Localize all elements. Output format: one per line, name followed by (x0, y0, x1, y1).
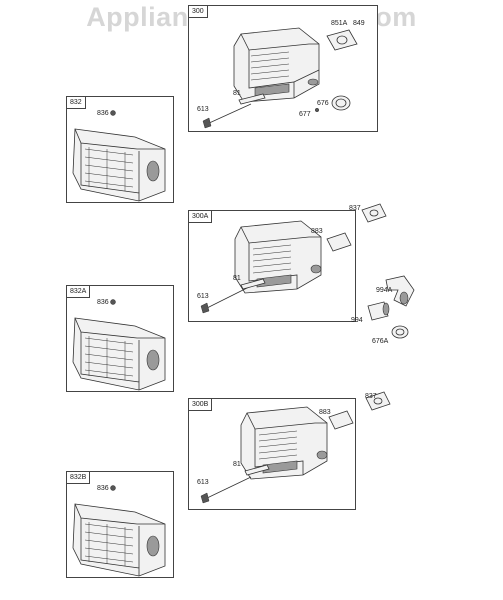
part-label-836: 836 (97, 110, 109, 117)
part-label-613: 613 (197, 293, 209, 300)
part-label-883: 883 (319, 409, 331, 416)
frame-832a: 832A 836 (66, 285, 174, 392)
frame-300a: 300A 883 81 613 (188, 210, 356, 322)
part-label-676: 676 (317, 100, 329, 107)
heat-shield-illustration (72, 485, 166, 577)
frame-832b: 832B 836 (66, 471, 174, 578)
part-label-677: 677 (299, 111, 311, 118)
part-label-837: 837 (365, 393, 377, 400)
part-label-81: 81 (233, 275, 241, 282)
frame-tag: 300B (189, 399, 213, 411)
heat-shield-illustration (72, 110, 166, 202)
part-label-994a: 994A (376, 287, 393, 294)
frame-tag: 832B (67, 472, 91, 484)
part-label-883: 883 (311, 228, 323, 235)
part-label-836: 836 (97, 299, 109, 306)
part-label-613: 613 (197, 106, 209, 113)
heat-shield-illustration (72, 299, 166, 391)
part-label-81: 81 (233, 461, 241, 468)
part-label-851a: 851A (331, 20, 348, 27)
frame-832: 832 836 (66, 96, 174, 203)
frame-tag: 300A (189, 211, 213, 223)
frame-tag: 832 (67, 97, 86, 109)
part-label-613: 613 (197, 479, 209, 486)
part-label-836: 836 (97, 485, 109, 492)
part-label-994: 994 (351, 317, 363, 324)
frame-tag: 832A (67, 286, 91, 298)
muffler-illustration (200, 406, 354, 504)
frame-300b: 300B 883 81 613 (188, 398, 356, 510)
muffler-illustration (200, 220, 352, 314)
muffler-illustration (202, 27, 358, 129)
frame-300: 300 851A 849 613 81 676 677 (188, 5, 378, 132)
part-label-676a: 676A (372, 338, 389, 345)
part-label-849: 849 (353, 20, 365, 27)
frame-tag: 300 (189, 6, 208, 18)
part-label-81: 81 (233, 90, 241, 97)
part-label-837: 837 (349, 205, 361, 212)
